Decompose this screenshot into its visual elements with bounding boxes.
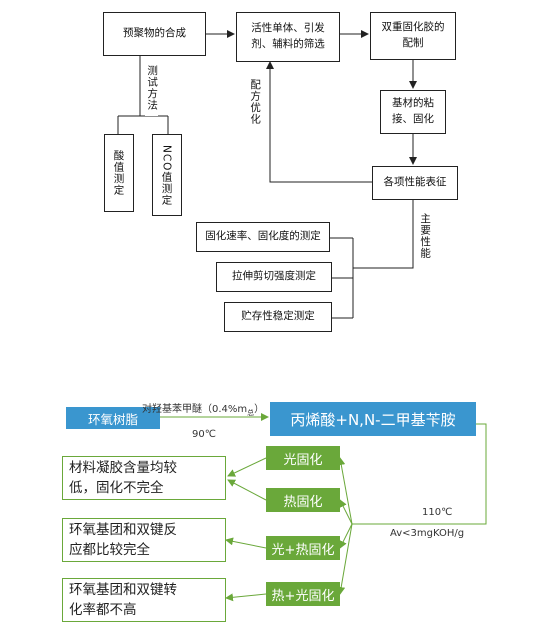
- catalyst-label: 对羟基苯甲醚（0.4%m总）: [142, 400, 264, 418]
- thermal-cure-label: 热固化: [283, 494, 323, 510]
- light-thermal-cure-box: 光+热固化: [266, 536, 340, 560]
- bonding-line-1: 基材的粘: [392, 97, 434, 110]
- screening-line-1: 活性单体、引发: [251, 22, 325, 35]
- arrow-thermal-to-note1: [227, 479, 267, 501]
- storage-label: 贮存性稳定测定: [241, 310, 315, 323]
- note-low-gel-content: 材料凝胶含量均较 低，固化不完全: [62, 456, 226, 500]
- line-acrylic-return: [352, 423, 487, 525]
- line-main-perf: [353, 200, 414, 269]
- thermal-cure-box: 热固化: [266, 488, 340, 512]
- arrow-lt-to-note2: [225, 537, 267, 549]
- nco-value-box: NCO值测定: [152, 134, 182, 216]
- formula-optimization-label: 配方优化: [249, 79, 262, 125]
- note2-line-2: 应都比较完全: [69, 541, 150, 558]
- formulation-box: 双重固化胶的 配制: [370, 12, 456, 60]
- formulation-line-1: 双重固化胶的: [381, 21, 445, 34]
- epoxy-resin-box: 环氧树脂: [66, 407, 160, 429]
- epoxy-resin-label: 环氧树脂: [87, 411, 138, 427]
- catalyst-text: 对羟基苯甲醚（0.4%m: [142, 404, 248, 415]
- arrow-tl-to-note3: [225, 593, 267, 602]
- prepolymer-synthesis-box: 预聚物的合成: [103, 12, 206, 56]
- cure-speed-box: 固化速率、固化度的测定: [196, 222, 330, 252]
- acid-value-label: 酸值测定: [112, 150, 125, 196]
- light-cure-box: 光固化: [266, 446, 340, 470]
- characterization-box: 各项性能表征: [372, 166, 458, 200]
- screening-line-2: 剂、辅料的筛选: [251, 38, 325, 50]
- characterization-label: 各项性能表征: [383, 176, 447, 189]
- arrow-to-light: [337, 457, 353, 525]
- cure-speed-label: 固化速率、固化度的测定: [205, 230, 321, 243]
- note2-line-1: 环氧基团和双键反: [69, 522, 177, 538]
- main-performance-label: 主要性能: [419, 213, 432, 259]
- arrow-to-thermal-light: [337, 523, 353, 595]
- test-method-label: 测试方法: [145, 60, 159, 116]
- note1-line-2: 低，固化不完全: [69, 479, 164, 496]
- catalyst-subscript: 总: [247, 409, 255, 417]
- temp-90-label: 90℃: [192, 429, 216, 440]
- catalyst-close: ）: [254, 404, 265, 415]
- thermal-light-cure-label: 热+光固化: [271, 588, 335, 604]
- prepolymer-synthesis-label: 预聚物的合成: [123, 27, 186, 40]
- tensile-shear-box: 拉伸剪切强度测定: [216, 262, 332, 292]
- tensile-shear-label: 拉伸剪切强度测定: [232, 270, 316, 283]
- screening-box: 活性单体、引发 剂、辅料的筛选: [236, 12, 340, 62]
- formulation-line-2: 配制: [402, 37, 424, 49]
- note3-line-2: 化率都不高: [69, 601, 137, 618]
- note1-line-1: 材料凝胶含量均较: [69, 460, 177, 476]
- arrow-to-light-thermal: [339, 523, 353, 549]
- light-thermal-cure-label: 光+热固化: [271, 542, 335, 558]
- acrylic-box: 丙烯酸+N,N-二甲基苄胺: [270, 402, 476, 436]
- acid-value-box: 酸值测定: [104, 134, 134, 212]
- arrow-light-to-note1: [227, 457, 267, 477]
- bonding-line-2: 接、固化: [392, 113, 434, 125]
- acrylic-label: 丙烯酸+N,N-二甲基苄胺: [290, 410, 456, 429]
- bonding-box: 基材的粘 接、固化: [380, 90, 446, 134]
- thermal-light-cure-box: 热+光固化: [266, 582, 340, 606]
- note-complete-reaction: 环氧基团和双键反 应都比较完全: [62, 518, 226, 562]
- arrow-to-thermal: [339, 499, 353, 525]
- storage-box: 贮存性稳定测定: [224, 302, 332, 332]
- arrow-feedback: [266, 61, 372, 183]
- note3-line-1: 环氧基团和双键转: [69, 582, 177, 598]
- nco-value-label: NCO值测定: [160, 144, 173, 206]
- temp-110-label: 110℃: [422, 507, 453, 518]
- acid-value-condition-label: Av<3mgKOH/g: [390, 528, 465, 539]
- note-low-conversion: 环氧基团和双键转 化率都不高: [62, 578, 226, 622]
- light-cure-label: 光固化: [283, 452, 323, 468]
